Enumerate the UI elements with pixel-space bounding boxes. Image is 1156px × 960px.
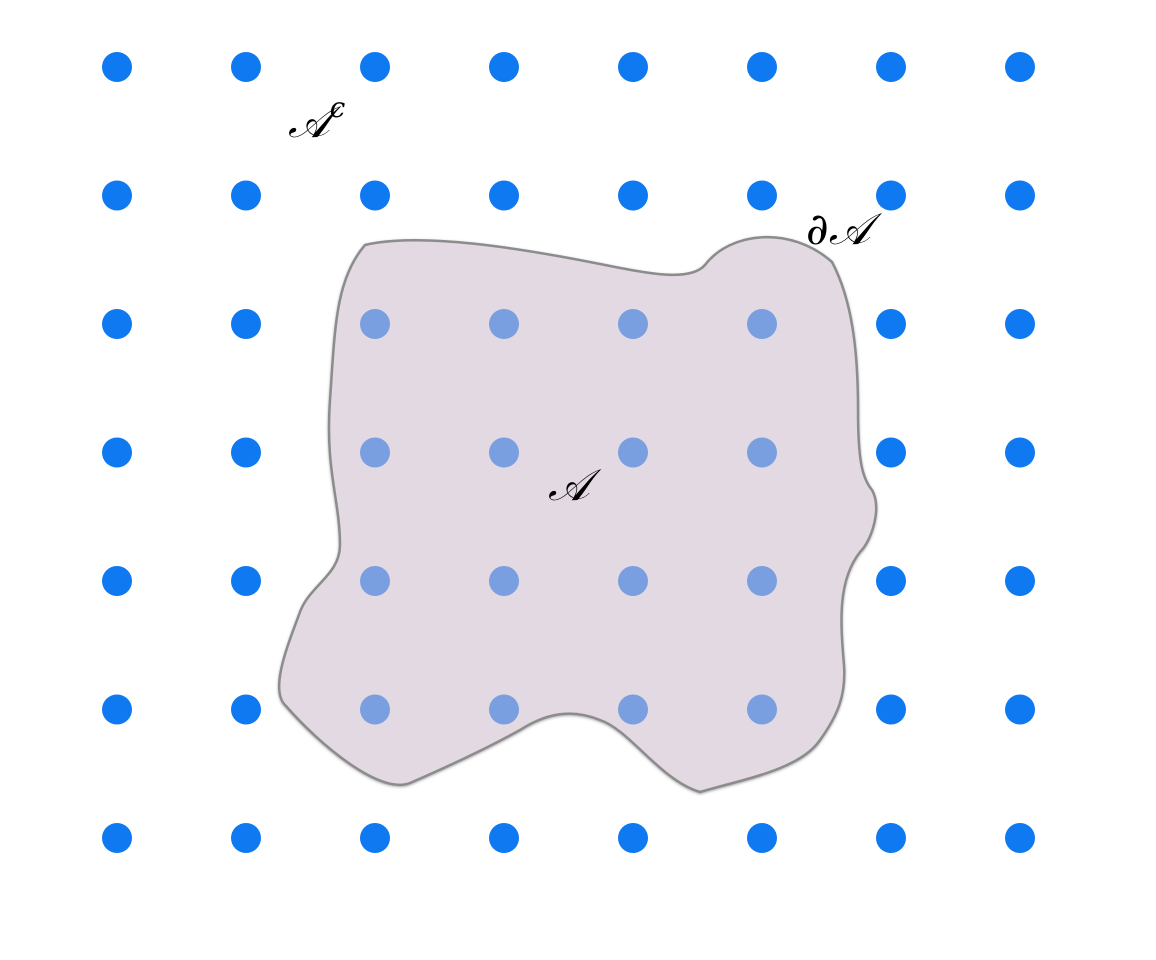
lattice-point-inside [489,694,519,725]
lattice-point-outside [360,823,390,853]
lattice-point-outside [102,180,132,211]
lattice-point-outside [876,52,906,82]
lattice-point-inside [360,566,390,596]
lattice-point-outside [102,52,132,82]
lattice-point-inside [360,309,390,339]
lattice-point-outside [747,52,777,82]
lattice-point-outside [102,566,132,596]
lattice-point-outside [618,823,648,853]
lattice-points-outside [102,52,1035,853]
lattice-point-outside [876,180,906,211]
region-a-shape [277,235,878,794]
lattice-point-inside [618,437,648,468]
complement-label-superscript: c [330,91,346,124]
lattice-point-outside [1005,437,1035,468]
lattice-point-outside [876,566,906,596]
lattice-point-outside [1005,566,1035,596]
lattice-point-outside [1005,823,1035,853]
lattice-point-inside [360,694,390,725]
lattice-point-outside [102,309,132,339]
lattice-point-outside [1005,694,1035,725]
lattice-point-inside [747,694,777,725]
lattice-point-outside [231,566,261,596]
lattice-point-outside [876,694,906,725]
lattice-point-inside [747,437,777,468]
lattice-point-outside [231,694,261,725]
lattice-point-outside [231,823,261,853]
lattice-point-outside [876,437,906,468]
lattice-point-outside [489,823,519,853]
lattice-point-inside [489,566,519,596]
lattice-point-inside [747,309,777,339]
lattice-point-outside [747,180,777,211]
lattice-point-inside [618,566,648,596]
complement-label: 𝒜c [288,91,346,148]
lattice-point-outside [231,309,261,339]
lattice-point-outside [747,823,777,853]
lattice-point-outside [231,52,261,82]
boundary-label: ∂𝒜 [806,204,883,255]
lattice-point-inside [489,437,519,468]
lattice-point-inside [618,309,648,339]
lattice-point-outside [102,823,132,853]
lattice-point-outside [1005,309,1035,339]
lattice-point-outside [360,52,390,82]
lattice-point-outside [1005,180,1035,211]
lattice-point-outside [231,180,261,211]
lattice-point-outside [231,437,261,468]
lattice-point-inside [747,566,777,596]
lattice-point-outside [102,437,132,468]
lattice-point-inside [360,437,390,468]
lattice-point-outside [618,52,648,82]
lattice-point-outside [360,180,390,211]
lattice-point-outside [102,694,132,725]
lattice-point-outside [489,52,519,82]
lattice-point-outside [489,180,519,211]
lattice-point-outside [876,309,906,339]
lattice-point-outside [1005,52,1035,82]
lattice-point-inside [489,309,519,339]
lattice-point-outside [876,823,906,853]
lattice-points-inside [360,309,777,725]
lattice-point-inside [618,694,648,725]
lattice-point-outside [618,180,648,211]
